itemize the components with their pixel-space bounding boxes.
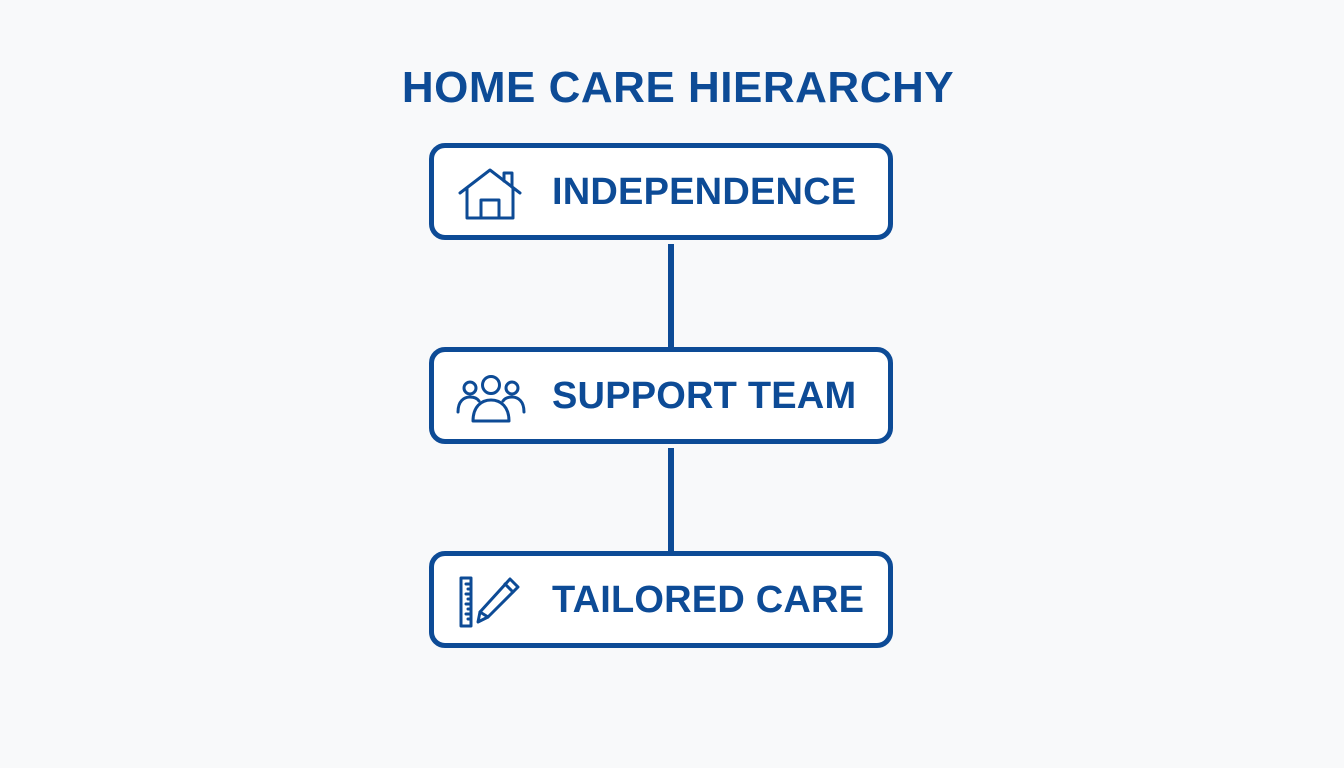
connector-independence-support-team [668,244,674,348]
diagram-title: HOME CARE HIERARCHY [401,63,955,112]
group-icon [456,372,526,424]
node-label-support-team: SUPPORT TEAM [552,375,857,417]
house-icon [456,168,526,220]
node-label-independence: INDEPENDENCE [552,171,857,213]
node-tailored-care: TAILORED CARE [429,551,893,648]
node-support-team: SUPPORT TEAM [429,347,893,444]
node-independence: INDEPENDENCE [429,143,893,240]
node-label-tailored-care: TAILORED CARE [552,579,865,621]
connector-support-team-tailored-care [668,448,674,552]
ruler-pencil-icon [456,576,526,628]
